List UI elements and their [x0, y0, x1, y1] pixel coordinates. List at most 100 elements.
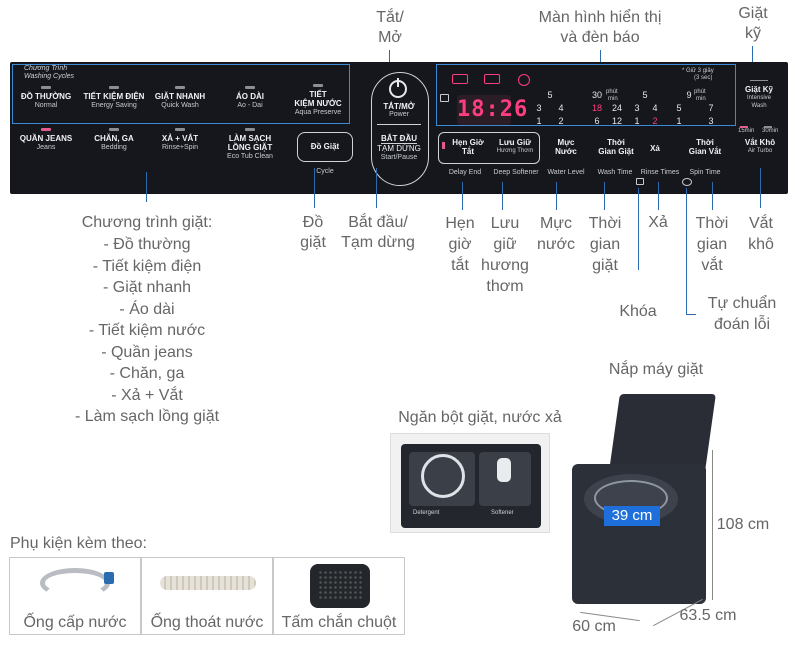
cycles-list-item: - Quần jeans [101, 343, 193, 361]
spin-time-label: Spin Time [689, 169, 721, 176]
height-dimension-line [712, 450, 713, 600]
cycles-list-item: - Đồ thường [103, 236, 191, 253]
intensive-wash-button[interactable]: Giặt Kỹ Intensive Wash [732, 80, 786, 110]
accessory-label: Tấm chắn chuột [281, 614, 397, 631]
cycles-list-item: - Chăn, ga [109, 365, 185, 382]
wash-time-6: 6 [594, 116, 600, 126]
delay-end-button[interactable]: Hẹn Giờ Tắt [452, 138, 484, 156]
wash-time-12: 12 [611, 116, 622, 126]
program-energy-saving[interactable]: TIẾT KIỆM ĐIỆN Energy Saving [74, 86, 154, 110]
wash-time-label: Wash Time [597, 169, 633, 176]
program-led [313, 84, 323, 87]
drawer-callout: Ngăn bột giặt, nước xả [398, 409, 562, 426]
leader-airturbo [760, 168, 761, 208]
rinse-4: 4 [652, 103, 658, 113]
program-quick-wash[interactable]: GIẶT NHANH Quick Wash [140, 86, 220, 110]
wash-unit-en: min [608, 96, 618, 102]
power-button[interactable]: TẮT/MỞ [383, 102, 415, 111]
leader-rinse [658, 182, 659, 210]
wash-time-button[interactable]: Thời Gian Giặt [598, 138, 634, 156]
spin-unit: phút [694, 89, 706, 95]
spin-unit-en: min [696, 96, 706, 102]
hold-note-en: (3 sec) [694, 75, 713, 81]
inlet-hose-icon [40, 568, 110, 598]
power-icon[interactable] [389, 78, 407, 98]
display-callout: Màn hình hiển thị và đèn báo [538, 9, 662, 46]
lock-icon [440, 94, 449, 102]
program-eco-tub-clean[interactable]: LÀM SẠCH LỒNG GIẶT Eco Tub Clean [210, 128, 290, 161]
start-callout: Bắt đầu/ Tạm dừng [341, 214, 415, 251]
program-led [175, 128, 185, 131]
program-normal[interactable]: ĐỒ THƯỜNG Normal [6, 86, 86, 110]
program-ao-dai[interactable]: ÁO DÀI Ao - Dai [210, 86, 290, 110]
wash-time-24: 24 [611, 103, 622, 113]
level-callout: Mực nước [536, 215, 576, 253]
rinse-3: 3 [634, 103, 640, 113]
intensive-callout: Giặt kỹ [738, 5, 768, 42]
diameter-badge: 39 cm [604, 506, 660, 526]
cycles-list-item: - Tiết kiệm điện [92, 257, 202, 275]
inlet-connector-icon [104, 572, 114, 584]
power-start-group: TẮT/MỞ Power BẮT ĐẦU TẠM DỪNG Start/Paus… [361, 62, 437, 194]
program-led [245, 86, 255, 89]
rinse-5: 5 [642, 90, 648, 100]
drawer-softener-label: Softener [491, 510, 514, 516]
diagnose-callout: Tự chuẩn đoán lỗi [707, 295, 777, 333]
program-rinse-spin[interactable]: XẢ + VẮT Rinse+Spin [140, 128, 220, 152]
leader-lock [638, 188, 639, 270]
intensive-divider [750, 80, 768, 81]
deep-softener-button[interactable]: Lưu Giữ Hương Thơm [496, 138, 534, 154]
accessory-label: Ống thoát nước [150, 614, 264, 631]
program-aqua-preserve[interactable]: TIẾT KIỆM NƯỚC Aqua Preserve [278, 84, 358, 117]
start-button[interactable]: BẮT ĐẦU [381, 134, 417, 143]
airturbo-callout: Vắt khô [748, 215, 774, 253]
wash-time-30: 30 [591, 90, 602, 100]
cycles-list: - Đồ thường - Tiết kiệm điện - Giặt nhan… [64, 234, 230, 428]
program-led [109, 128, 119, 131]
program-led [175, 86, 185, 89]
accessories-title: Phụ kiện kèm theo: [10, 535, 147, 552]
deep-softener-label: Deep Softener [493, 169, 539, 176]
lock-button-icon[interactable] [636, 178, 644, 185]
program-led [245, 128, 255, 131]
water-level-button[interactable]: Mực Nước [555, 138, 577, 156]
cycle-callout: Đồ giặt [300, 214, 326, 251]
water-level-2: 2 [558, 116, 564, 126]
leader-display [600, 50, 601, 64]
cycle-label: Cycle [316, 168, 334, 175]
power-callout: Tắt/ Mở [376, 9, 404, 46]
accessory-label: Ống cấp nước [23, 614, 127, 631]
air-turbo-button[interactable]: 15min 30min Vắt Khô Air Turbo [738, 128, 779, 154]
leader-diagnose-tick [686, 314, 696, 315]
water-level-3: 3 [536, 103, 542, 113]
program-bedding[interactable]: CHĂN, GA Bedding [74, 128, 154, 152]
drawer-detergent-label: Detergent [413, 510, 440, 516]
air-15-label: 15min [738, 128, 755, 134]
leader-start [376, 168, 377, 208]
program-led [41, 86, 51, 89]
cycles-list-title: Chương trình giặt: [81, 214, 213, 231]
cycle-button[interactable]: Đồ Giặt [297, 132, 353, 162]
lock-callout: Khóa [619, 303, 657, 320]
program-jeans[interactable]: QUẦN JEANS Jeans [6, 128, 86, 152]
delay-led [442, 142, 445, 149]
accessory-water-inlet-hose: Ống cấp nước [9, 557, 141, 635]
spin-time-button[interactable]: Thời Gian Vắt [688, 138, 722, 156]
power-start-frame [371, 72, 429, 186]
spin-time-7: 7 [708, 103, 714, 113]
leader-level [556, 182, 557, 210]
drain-hose-icon [160, 576, 256, 590]
accessory-mouse-guard: Tấm chắn chuột [273, 557, 405, 635]
water-level-5: 5 [547, 90, 553, 100]
diagnosis-icon[interactable] [682, 178, 692, 186]
air-30-label: 30min [762, 128, 779, 134]
delay-end-label: Delay End [448, 169, 482, 176]
cycles-list-item: - Tiết kiệm nước [88, 322, 206, 339]
display-highlight [436, 64, 736, 126]
programs-highlight [12, 64, 350, 124]
air-30-led [764, 126, 772, 128]
leader-delay [462, 182, 463, 210]
spin-icon [518, 74, 530, 86]
hold-note: * Giữ 3 giây [682, 68, 714, 74]
rinse-button[interactable]: Xả [650, 144, 660, 153]
